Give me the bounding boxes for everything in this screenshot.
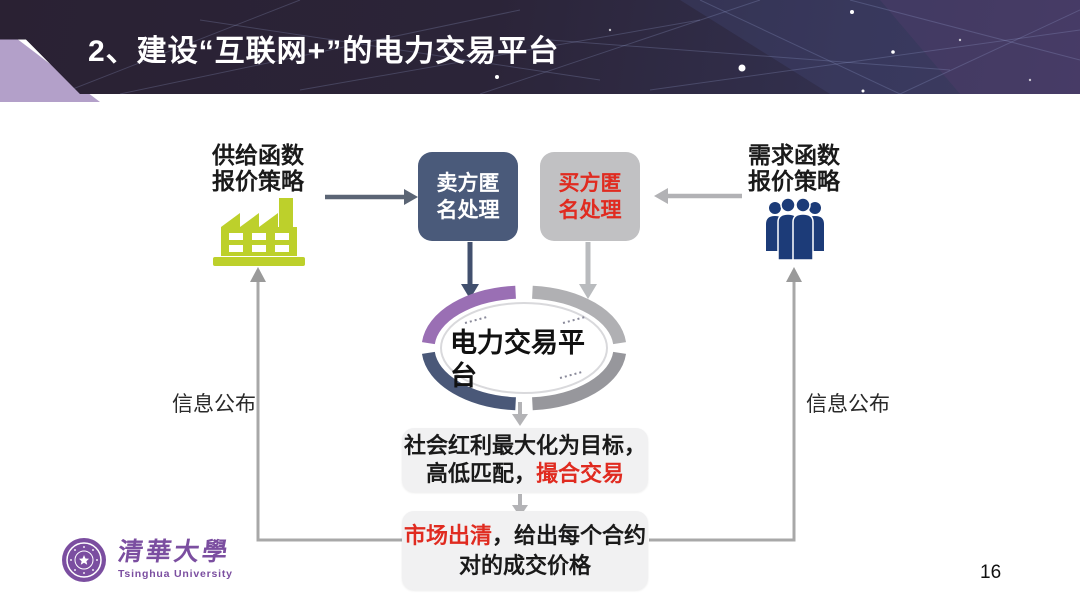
feedback-line-left: [250, 267, 402, 542]
platform-label: 电力交易平台: [450, 328, 585, 391]
supply-strategy-line1: 供给函数: [212, 142, 304, 168]
ring-segment-gray-top: [532, 285, 627, 345]
demand-strategy-line2: 报价策略: [748, 168, 840, 194]
tsinghua-logo: 清華大學 Tsinghua University: [60, 536, 233, 584]
header-network-texture: [59, 0, 1080, 94]
slide-title: 2、建设“互联网+”的电力交易平台: [88, 35, 560, 68]
matching-box: 社会红利最大化为目标， 高低匹配，撮合交易: [402, 428, 648, 492]
tsinghua-logo-texts: 清華大學 Tsinghua University: [116, 539, 233, 580]
matching-line1: 社会红利最大化为目标，: [404, 432, 646, 460]
buyer-anonymization-box: 买方匿名处理: [540, 152, 640, 241]
ring-tick: [464, 316, 488, 324]
factory-icon: [213, 198, 305, 266]
ring-segment-gray-bottom: [532, 351, 627, 411]
arrow-buyer-to-platform: [579, 242, 597, 299]
clearing-line1-highlight: 市场出清: [403, 522, 492, 548]
clearing-line2-text: 对的成交价格: [458, 552, 591, 578]
supply-strategy-line2: 报价策略: [212, 168, 304, 194]
clearing-line2: 对的成交价格: [459, 551, 591, 581]
buyer-anonymization-label: 买方匿名处理: [558, 171, 622, 222]
info-publication-right: 信息公布: [806, 393, 890, 416]
demand-strategy-line1: 需求函数: [748, 142, 840, 168]
ring-tick: [562, 316, 586, 324]
header-banner: [0, 0, 1080, 94]
clearing-box: 市场出清，给出每个合约 对的成交价格: [402, 511, 648, 590]
seller-anonymization-box: 卖方匿名处理: [418, 152, 518, 241]
platform-ring: [421, 285, 627, 411]
ring-tick: [559, 371, 583, 379]
seller-anonymization-label: 卖方匿名处理: [436, 171, 500, 222]
page-number: 16: [980, 562, 1002, 583]
matching-line2-highlight: 撮合交易: [536, 461, 625, 486]
supply-strategy-label: 供给函数 报价策略: [178, 142, 338, 194]
ring-segment-slate: [421, 351, 516, 411]
arrow-demand-to-buyer: [654, 188, 742, 204]
ring-segment-purple: [421, 285, 516, 345]
matching-line1-text: 社会红利最大化为目标，: [403, 433, 646, 458]
demand-strategy-label: 需求函数 报价策略: [714, 142, 874, 194]
feedback-line-right: [649, 267, 802, 542]
tsinghua-emblem-icon: [62, 538, 106, 582]
clearing-line1-text: ，给出每个合约: [492, 522, 647, 548]
arrow-seller-to-platform: [461, 242, 479, 299]
matching-line2: 高低匹配，撮合交易: [426, 460, 624, 488]
tsinghua-logo-english: Tsinghua University: [118, 568, 233, 580]
matching-line2-text: 高低匹配，: [425, 461, 536, 486]
arrow-platform-to-match: [512, 402, 528, 426]
info-publication-left: 信息公布: [172, 393, 256, 416]
people-group-icon: [766, 197, 824, 261]
arrow-supply-to-seller: [325, 189, 418, 205]
tsinghua-logo-chinese: 清華大學: [116, 539, 232, 566]
clearing-line1: 市场出清，给出每个合约: [404, 521, 646, 551]
